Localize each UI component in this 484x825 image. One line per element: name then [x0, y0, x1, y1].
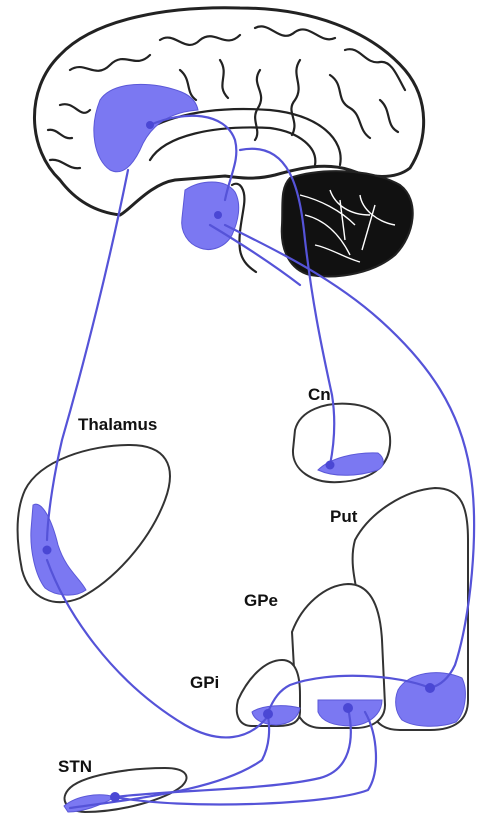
node-gpe [343, 703, 353, 713]
node-stn [110, 792, 120, 802]
label-put: Put [330, 507, 358, 526]
node-thalamus [43, 546, 52, 555]
label-stn: STN [58, 757, 92, 776]
label-cn: Cn [308, 385, 331, 404]
node-cortex [146, 121, 154, 129]
node-gpi [263, 709, 273, 719]
label-gpe: GPe [244, 591, 278, 610]
node-put [425, 683, 435, 693]
label-thalamus: Thalamus [78, 415, 157, 434]
label-gpi: GPi [190, 673, 219, 692]
node-brainstem [214, 211, 222, 219]
node-cn [326, 461, 335, 470]
brainstem-highlight [182, 182, 239, 249]
cerebellum-icon [282, 171, 413, 276]
